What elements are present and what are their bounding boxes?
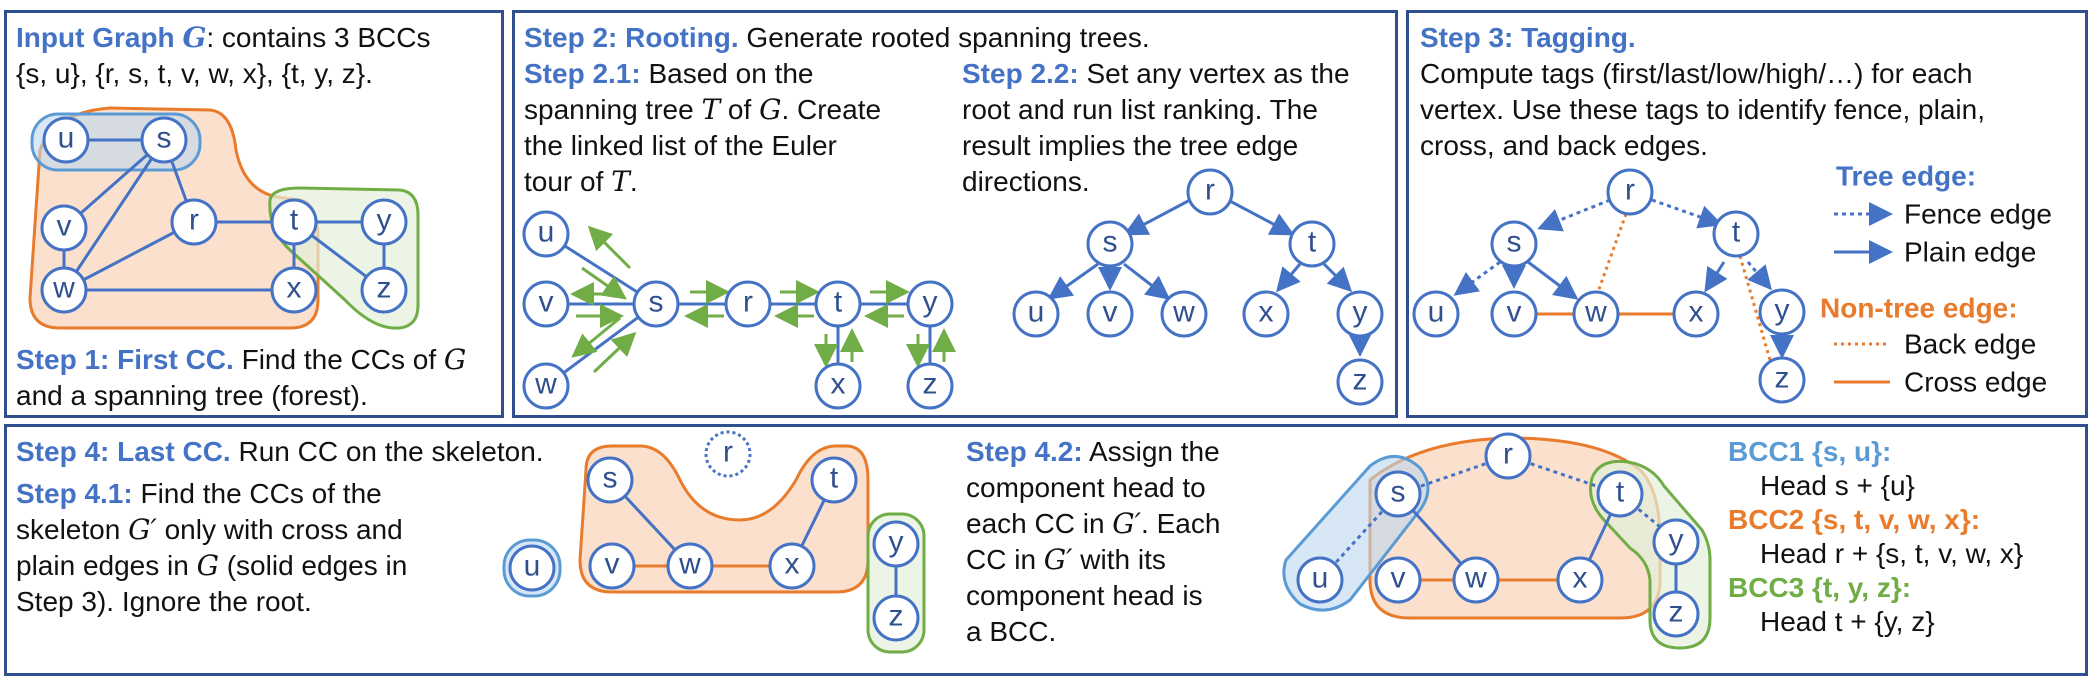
step21-text2c: . Create (781, 94, 882, 125)
step41-line1: Step 4.1: Find the CCs of the (16, 476, 382, 512)
step42-line1: Step 4.2: Assign the (966, 434, 1220, 470)
step42-line2: component head to (966, 472, 1206, 503)
step22-text1: Set any vertex as the (1078, 58, 1350, 89)
step21-sym3: T (611, 165, 630, 198)
panel1-desc1: : contains 3 BCCs (206, 22, 431, 53)
bcc2-head: Head r + {s, t, v, w, x} (1760, 538, 2024, 569)
step42-line4: CC in G′ with its (966, 542, 1166, 578)
step42-text4a: CC in (966, 544, 1044, 575)
panel4-heading-line: Step 4: Last CC. Run CC on the skeleton. (16, 434, 544, 470)
step42-text1: Assign the (1082, 436, 1220, 467)
step42-line5: component head is (966, 580, 1203, 611)
panel3-line3: cross, and back edges. (1420, 130, 1708, 161)
step21-text2b: of (720, 94, 760, 125)
bcc1-head: Head s + {u} (1760, 470, 1915, 501)
panel2-heading-line: Step 2: Rooting. Generate rooted spannin… (524, 20, 1150, 56)
panel1-step-text1: Find the CCs of (233, 344, 444, 375)
panel1-step-label: Step 1: First CC. (16, 344, 234, 375)
panel1-step-line: Step 1: First CC. Find the CCs of G (16, 342, 466, 378)
step22-line1: Step 2.2: Set any vertex as the (962, 56, 1350, 92)
bcc3-label-text: BCC3 {t, y, z}: (1728, 572, 1912, 603)
panel1-step-symbol: G (443, 343, 467, 376)
step22-line3: result implies the tree edge (962, 130, 1299, 161)
step42-text3a: each CC in (966, 508, 1113, 539)
panel3-line2: vertex. Use these tags to identify fence… (1420, 94, 1985, 125)
step41-text2b: only with cross and (156, 514, 403, 545)
bcc2-label-text: BCC2 {s, t, v, w, x}: (1728, 504, 1981, 535)
step21-text4b: . (629, 166, 638, 197)
panel2-heading: Step 2: Rooting. (524, 22, 739, 53)
step42-text3b: . Each (1141, 508, 1221, 539)
step41-line3: plain edges in G (solid edges in (16, 548, 407, 584)
panel4-heading: Step 4: Last CC. (16, 436, 231, 467)
panel1-title-symbol: G (182, 21, 207, 54)
panel4-heading-text: Run CC on the skeleton. (230, 436, 544, 467)
panel1-desc2: {s, u}, {r, s, t, v, w, x}, {t, y, z}. (16, 58, 373, 89)
bcc3-head: Head t + {y, z} (1760, 606, 1935, 637)
step42-line3: each CC in G′. Each (966, 506, 1220, 542)
step41-text3a: plain edges in (16, 550, 197, 581)
panel1-title: Input Graph (16, 22, 175, 53)
step42-sym: G′ (1112, 507, 1142, 540)
step41-label: Step 4.1: (16, 478, 133, 509)
step42-line6: a BCC. (966, 616, 1057, 647)
step42-label: Step 4.2: (966, 436, 1083, 467)
bcc3-label: BCC3 {t, y, z}: (1728, 570, 1911, 606)
step21-line4: tour of T. (524, 164, 638, 200)
panel3-line1: Compute tags (first/last/low/high/…) for… (1420, 58, 1973, 89)
step41-sym2: G (196, 549, 219, 582)
step21-label: Step 2.1: (524, 58, 641, 89)
step21-text1: Based on the (640, 58, 814, 89)
panel1-step-text2: and a spanning tree (forest). (16, 380, 368, 411)
step42-sym2: G′ (1043, 543, 1073, 576)
step22-label: Step 2.2: (962, 58, 1079, 89)
step21-sym2: G (759, 93, 782, 126)
step41-text1: Find the CCs of the (132, 478, 382, 509)
step21-line3: the linked list of the Euler (524, 130, 837, 161)
step21-line1: Step 2.1: Based on the (524, 56, 814, 92)
panel1-title-line: Input Graph G: contains 3 BCCs (16, 20, 430, 56)
step22-line4: directions. (962, 166, 1090, 197)
step41-text3b: (solid edges in (218, 550, 408, 581)
bcc1-label-text: BCC1 {s, u}: (1728, 436, 1892, 467)
step21-sym1: T (701, 93, 721, 126)
step21-text4a: tour of (524, 166, 612, 197)
bcc2-label: BCC2 {s, t, v, w, x}: (1728, 502, 1980, 538)
step41-line4: Step 3). Ignore the root. (16, 586, 312, 617)
panel2-heading-text: Generate rooted spanning trees. (738, 22, 1150, 53)
step22-line2: root and run list ranking. The (962, 94, 1318, 125)
step21-text2a: spanning tree (524, 94, 702, 125)
panel-last-cc (4, 424, 2088, 676)
step42-text4b: with its (1072, 544, 1166, 575)
step41-line2: skeleton G′ only with cross and (16, 512, 403, 548)
step41-text2a: skeleton (16, 514, 129, 545)
panel3-heading: Step 3: Tagging. (1420, 22, 1636, 53)
step21-line2: spanning tree T of G. Create (524, 92, 881, 128)
bcc1-label: BCC1 {s, u}: (1728, 434, 1891, 470)
step41-sym: G′ (128, 513, 157, 546)
